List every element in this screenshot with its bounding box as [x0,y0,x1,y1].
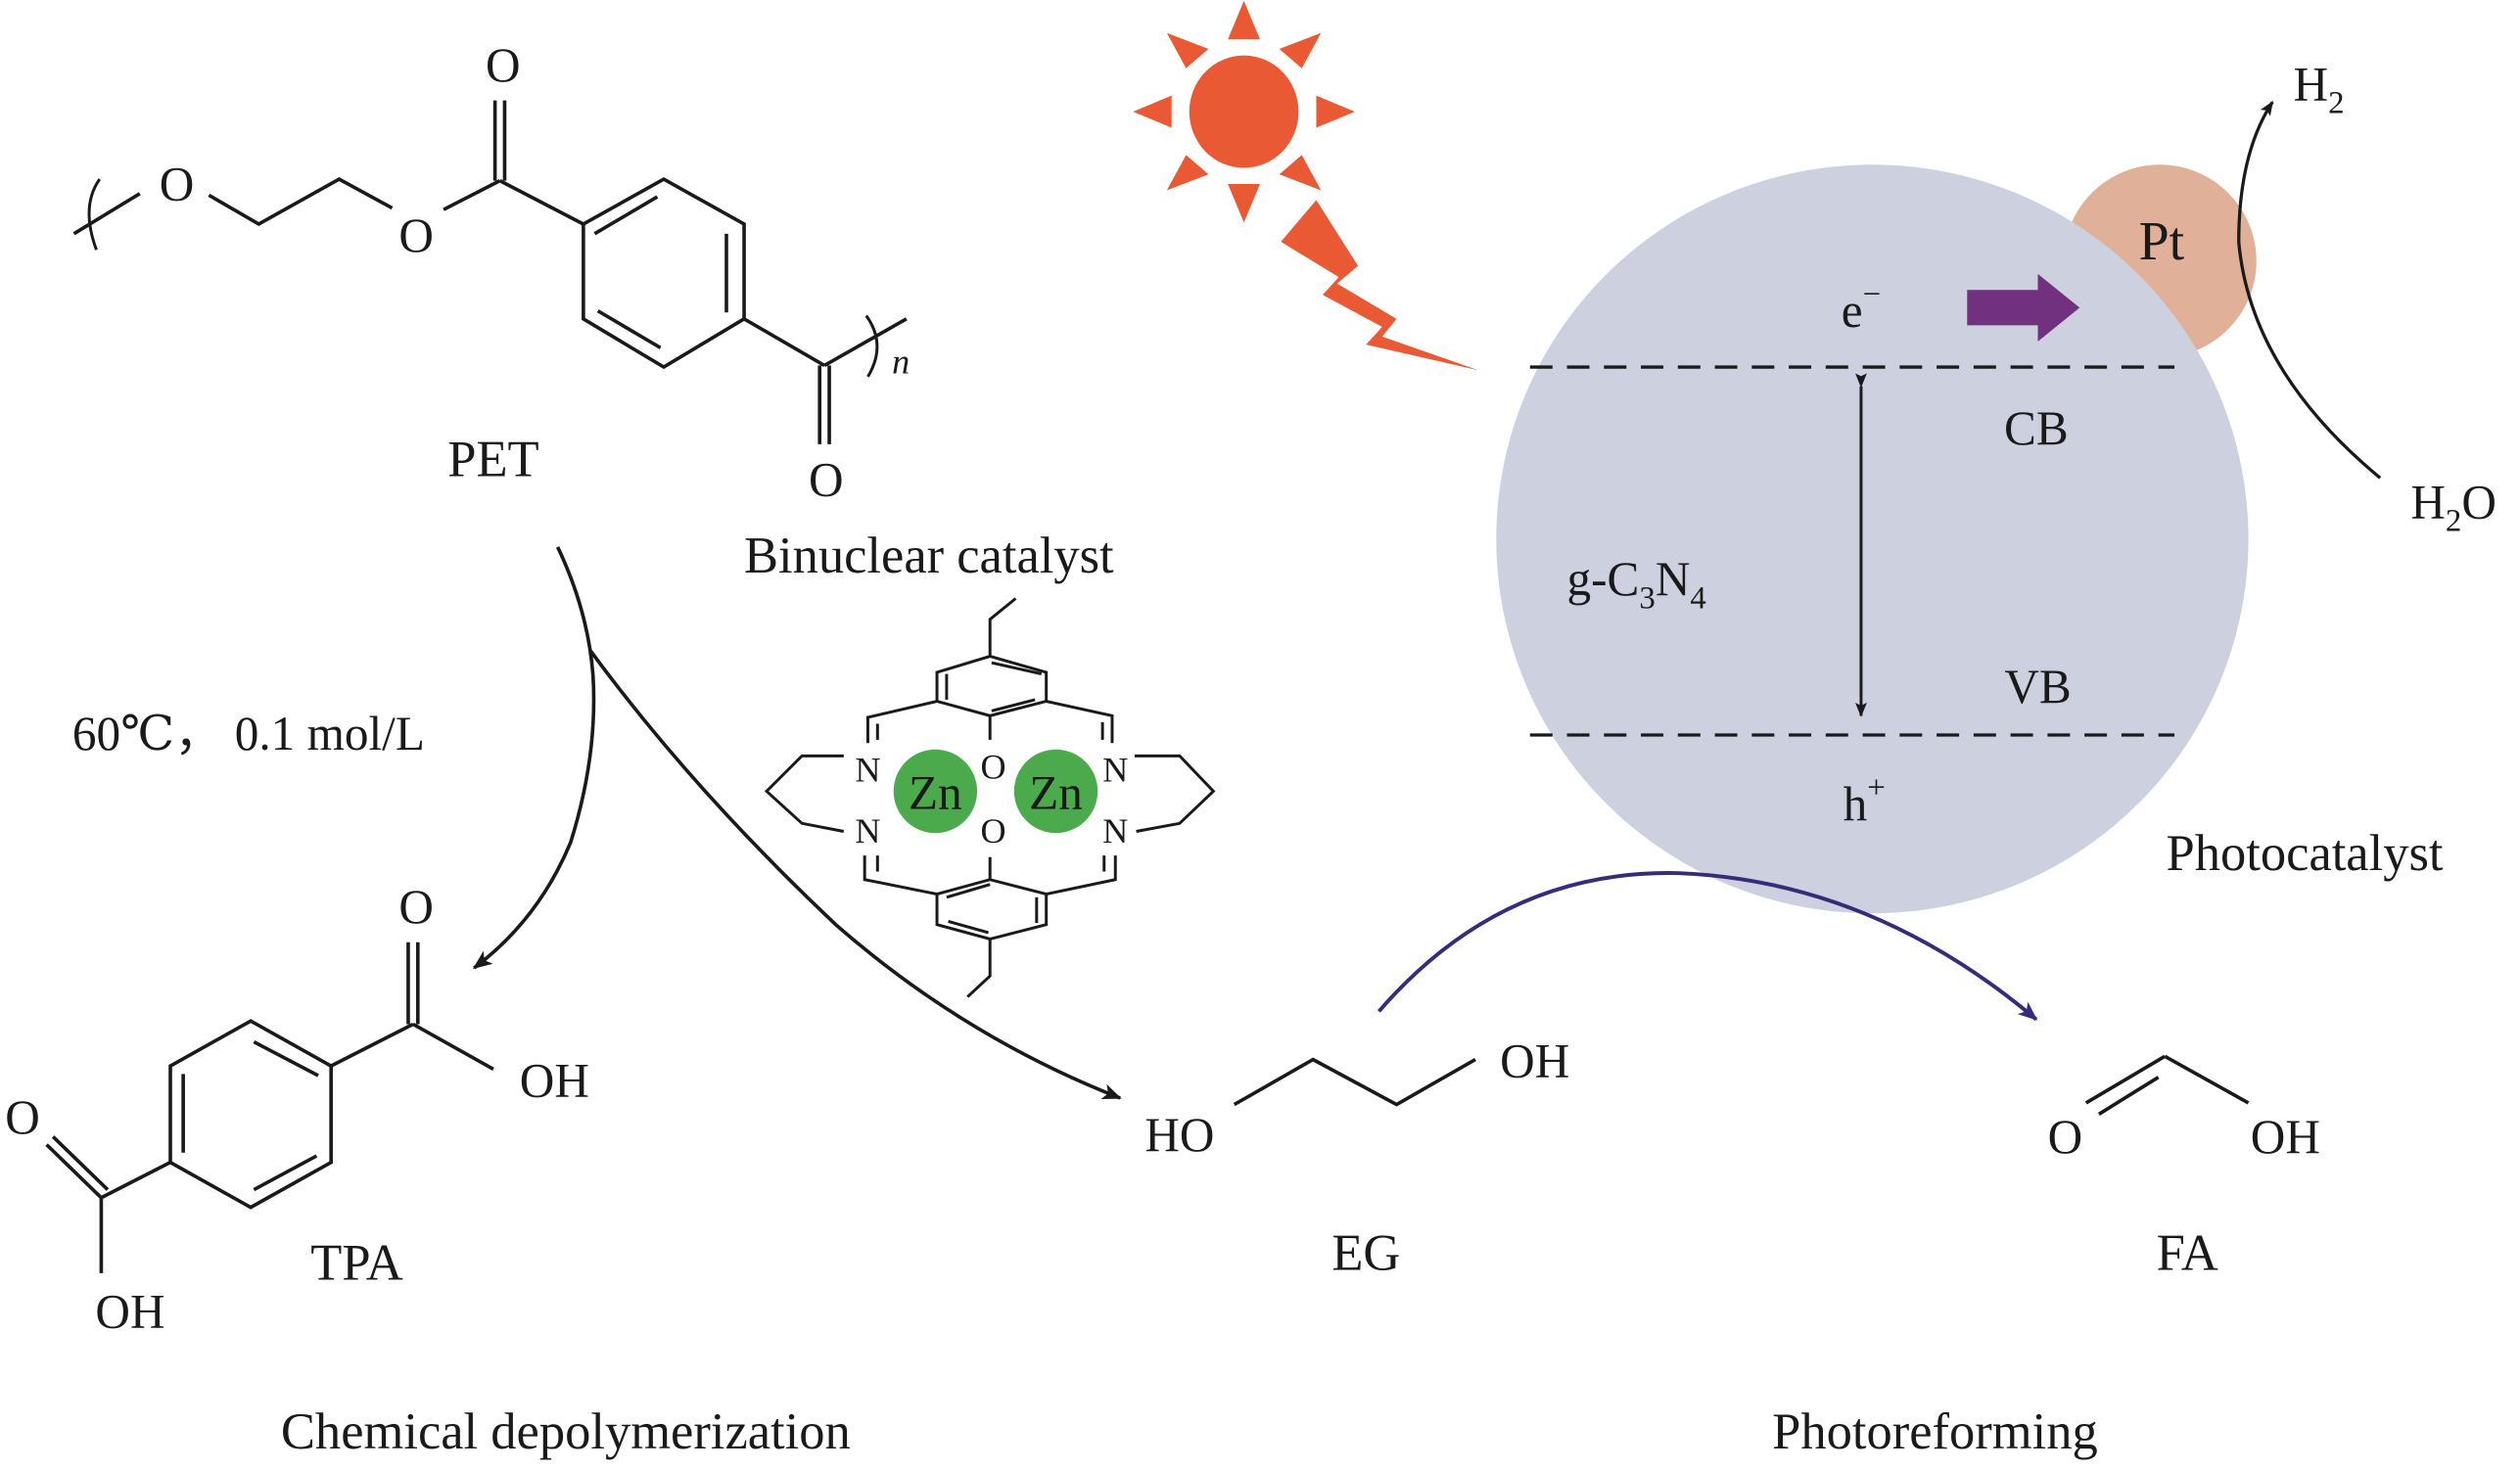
eg-structure: HO OH EG [1144,1034,1569,1282]
pet-bond [498,179,584,226]
ring-top-double [991,698,1036,712]
fa-bond [2084,1054,2167,1105]
n-atom: N [855,811,880,850]
ethylene-bridge-right [1134,754,1216,833]
tpa-structure: O OH O OH TPA [5,880,589,1339]
imine-top-right [1046,700,1114,744]
vb-label: VB [2004,660,2071,713]
zn-atom-2 [1013,749,1098,834]
pet-atom-o: O [486,38,521,92]
eg-label: EG [1331,1225,1400,1282]
ethyl-bottom [966,939,992,998]
n-atom: N [1102,811,1128,850]
imine-bottom-left [863,855,938,896]
o-atom-bottom: O [980,811,1005,850]
h2-label: H2 [2294,58,2345,121]
tpa-bond [330,1022,414,1068]
fa-structure: O OH FA [2048,1054,2320,1282]
pet-bond [823,317,908,368]
ethyl-top [988,597,1017,657]
tpa-atom-oh: OH [95,1285,164,1339]
g-c3n4-label: g-C3N4 [1567,552,1706,616]
eg-atom-oh: OH [1500,1034,1569,1088]
tpa-atom-o: O [398,880,434,934]
tpa-ring-double [253,1039,319,1078]
pet-benzene-ring [582,176,746,370]
electron-transfer-arrow [1967,273,2080,342]
fa-bond [2164,1054,2250,1105]
tpa-bond [100,1161,171,1200]
g-c3n4-sphere [1496,164,2249,914]
pt-label: Pt [2139,211,2185,272]
ring-top [935,655,1049,717]
ring-top-double [991,661,1043,676]
tpa-ring-double [253,1154,318,1192]
section-label-chemical-depolymerization: Chemical depolymerization [281,1403,851,1460]
arrow-h2o-to-h2 [2237,100,2382,480]
eg-bonds [1233,1057,1476,1107]
pet-bracket-right [864,314,879,378]
tpa-bond [45,1143,103,1200]
pet-bond [743,317,826,367]
photocatalyst-label: Photocatalyst [2167,825,2444,882]
tpa-atom-oh: OH [520,1053,589,1107]
pet-atom-o: O [398,208,434,262]
fa-atom-o: O [2048,1110,2083,1164]
tpa-label: TPA [310,1234,402,1291]
pet-label: PET [447,432,538,488]
h2o-label: H2O [2410,475,2497,538]
cb-label: CB [2004,401,2069,455]
section-label-photoreforming: Photoreforming [1772,1403,2098,1460]
pet-ring-double [593,195,659,236]
pet-bond [208,176,394,227]
ring-bottom-double [946,883,991,899]
fa-label: FA [2157,1225,2218,1282]
pet-bracket-left [87,178,101,251]
photocatalyst-particle: Pt e− h+ CB VB g-C3N4 [1496,164,2257,914]
tpa-benzene-ring [168,1019,333,1210]
pet-bond [443,179,501,211]
arrow-pet-to-tpa [472,546,596,970]
zn-label-1: Zn [909,766,962,820]
n-atom: N [855,751,880,790]
tpa-bond [412,1022,494,1072]
o-atom-top: O [980,747,1005,786]
pet-atom-o: O [809,452,844,506]
binuclear-zn-catalyst: Zn Zn O N N N N O [764,597,1216,998]
eg-atom-ho: HO [1144,1108,1214,1162]
fa-bond [2097,1076,2160,1116]
fa-atom-oh: OH [2251,1110,2320,1164]
hole-label: h+ [1843,770,1886,831]
zn-label-2: Zn [1029,766,1083,820]
pet-repeat-n: n [892,343,910,382]
light-bolt-icon [1281,200,1479,371]
electron-label: e− [1842,277,1881,338]
ring-bottom-double [948,920,989,935]
ethylene-bridge-left [764,754,845,833]
pet-structure: O O O O n PET [72,38,910,506]
imine-bottom-right [1046,855,1117,896]
reaction-conditions: 60℃， 0.1 mol/L [72,707,425,760]
pet-ring-double [596,309,662,349]
pet-atom-o: O [160,157,195,210]
sun-icon [1133,0,1355,223]
catalyst-label: Binuclear catalyst [744,528,1114,584]
zn-atom-1 [893,749,978,834]
tpa-bond [51,1135,110,1191]
n-atom: N [1102,751,1128,790]
tpa-atom-o: O [5,1090,40,1144]
pet-bond [72,192,141,236]
arrow-eg-to-fa [1377,871,2038,1022]
arrow-pet-to-eg [588,648,1122,1100]
imine-top-left [865,700,938,744]
ring-bottom [935,878,1049,942]
